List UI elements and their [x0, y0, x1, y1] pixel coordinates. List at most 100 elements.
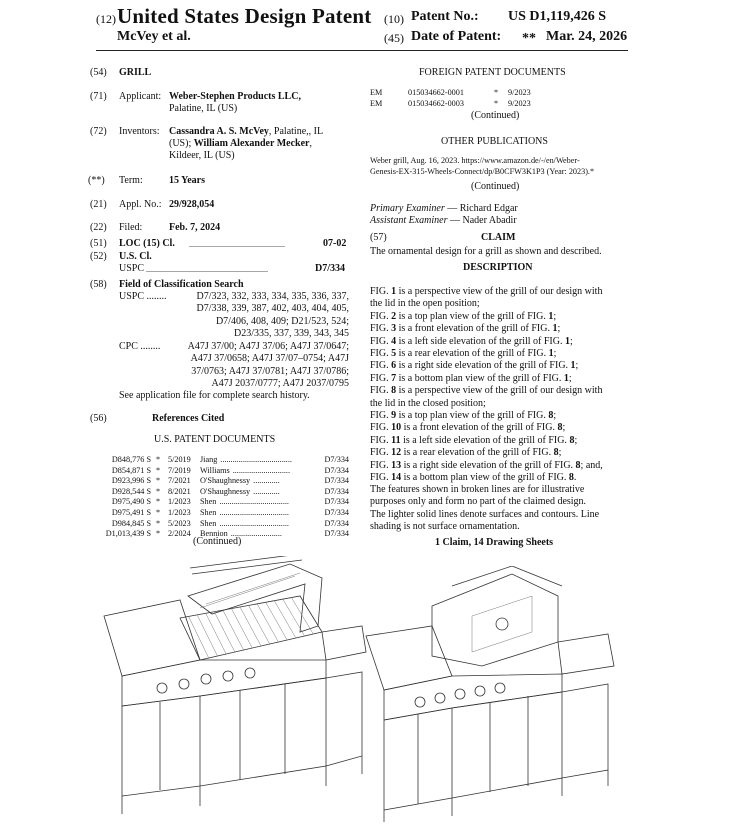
grate-bar — [188, 616, 209, 659]
us-reference-no: D848,776 S — [111, 455, 151, 464]
assistant-examiner: Assistant Examiner — Nader Abadir — [370, 215, 517, 226]
code-58: (58) — [90, 279, 107, 290]
closing-line: The lighter solid lines denote surfaces … — [370, 508, 600, 520]
control-knob — [414, 696, 426, 708]
us-reference-name: O'Shaughnessy — [200, 476, 251, 486]
grate-bar — [205, 613, 227, 655]
grate-bar — [291, 597, 314, 635]
us-reference-no: D923,996 S — [111, 476, 151, 486]
grate-bar — [265, 602, 288, 641]
grate-bar — [256, 603, 279, 643]
grate-bar — [214, 611, 236, 653]
description-line: FIG. 9 is a top plan view of the grill o… — [370, 410, 557, 422]
description-line: FIG. 12 is a rear elevation of the grill… — [370, 447, 562, 459]
code-71: (71) — [90, 91, 107, 102]
loc-label: LOC (15) Cl. — [119, 238, 175, 249]
us-reference-star: * — [156, 507, 161, 517]
us-reference-date: 8/2021 — [168, 486, 191, 496]
us-reference-cls: D7/334 — [324, 476, 349, 486]
field-uspc-list: D7/323, 332, 333, 334, 335, 336, 337, D7… — [196, 291, 350, 340]
claims-sheets-summary: 1 Claim, 14 Drawing Sheets — [435, 537, 554, 548]
foreign-reference-no: 015034662-0003 — [408, 98, 464, 108]
foreign-reference-star: * — [494, 88, 499, 97]
foreign-continued: (Continued) — [471, 110, 520, 121]
description-line: FIG. 5 is a rear elevation of the grill … — [370, 348, 557, 360]
applicant-name: Weber-Stephen Products LLC, — [169, 91, 301, 102]
appl-no-label: Appl. No.: — [119, 199, 162, 210]
us-reference-no: D984,845 S — [111, 518, 151, 528]
applicant-label: Applicant: — [119, 91, 162, 102]
description-line: FIG. 8 is a perspective view of the gril… — [370, 385, 603, 397]
control-knob — [454, 688, 466, 700]
control-knob — [494, 682, 506, 694]
claim-text: The ornamental design for a grill as sho… — [370, 246, 602, 257]
filed-label: Filed: — [119, 222, 143, 233]
us-reference-dots: .................................. — [219, 518, 289, 528]
code-22: (22) — [90, 222, 107, 233]
us-reference-no: D975,490 S — [111, 497, 151, 507]
field-uspc-label: USPC ........ — [119, 291, 167, 302]
other-publication-line-1: Weber grill, Aug. 16, 2023. https://www.… — [370, 156, 580, 165]
control-knob — [222, 670, 234, 682]
claim-label: CLAIM — [481, 232, 516, 243]
date-of-patent-label: Date of Patent: — [411, 29, 502, 44]
us-reference-name: Williams — [200, 465, 230, 475]
term-value: 15 Years — [169, 175, 206, 186]
description-line: FIG. 14 is a bottom plan view of the gri… — [370, 472, 577, 484]
figure-open-lid-grill — [103, 556, 367, 814]
applicant-location: Palatine, IL (US) — [169, 103, 238, 114]
us-reference-name: Jiang — [200, 455, 218, 464]
us-reference-name: Shen — [200, 507, 217, 517]
patent-number: US D1,119,426 S — [508, 9, 607, 24]
appl-no: 29/928,054 — [169, 199, 215, 210]
us-reference-dots: ......................... — [230, 529, 282, 539]
loc-value: 07-02 — [323, 238, 347, 249]
grate-bar — [239, 606, 262, 647]
us-reference-dots: .................................. — [219, 507, 289, 517]
us-reference-no: D854,871 S — [111, 465, 151, 475]
us-reference-cls: D7/334 — [324, 529, 349, 539]
description-line: the lid in the open position; — [370, 298, 480, 310]
us-reference-dots: .................................. — [219, 497, 289, 507]
control-knob — [178, 678, 190, 690]
grate-bar — [248, 605, 270, 645]
foreign-reference-star: * — [494, 98, 499, 108]
patent-number-label: Patent No.: — [411, 9, 479, 24]
term-label: Term: — [119, 175, 143, 186]
description-line: FIG. 7 is a bottom plan view of the gril… — [370, 372, 572, 384]
us-reference-dots: ............. — [253, 486, 280, 496]
us-reference-no: D1,013,439 S — [105, 529, 151, 539]
us-reference-star: * — [156, 486, 161, 496]
primary-examiner: Primary Examiner — Richard Edgar — [370, 203, 518, 214]
us-reference-no: D928,544 S — [111, 486, 151, 496]
inventor-line: McVey et al. — [117, 29, 191, 44]
us-reference-star: * — [156, 476, 161, 486]
description-line: the lid in the closed position; — [370, 397, 486, 409]
us-reference-cls: D7/334 — [324, 497, 349, 507]
uspc-value: D7/334 — [315, 263, 345, 274]
us-reference-star: * — [156, 518, 161, 528]
field-note: See application file for complete search… — [119, 390, 310, 401]
code-term: (**) — [88, 175, 105, 186]
control-knob — [474, 685, 486, 697]
closing-line: shading is not surface ornamentation. — [370, 521, 520, 533]
control-knob — [244, 667, 256, 679]
references-cited-label: References Cited — [152, 413, 225, 424]
foreign-reference-cc: EM — [370, 88, 383, 97]
foreign-reference-no: 015034662-0001 — [408, 88, 464, 97]
code-52: (52) — [90, 251, 107, 262]
control-knob — [156, 682, 168, 694]
us-reference-dots: ............................ — [232, 465, 290, 475]
foreign-reference-cc: EM — [370, 98, 383, 108]
code-56: (56) — [90, 413, 107, 424]
loc-leader: ........................................… — [189, 240, 285, 249]
kind-code-12: (12) — [96, 12, 116, 26]
us-reference-cls: D7/334 — [324, 486, 349, 496]
us-reference-no: D975,491 S — [111, 507, 151, 517]
description-label: DESCRIPTION — [463, 262, 533, 273]
foreign-docs-label: FOREIGN PATENT DOCUMENTS — [419, 67, 566, 78]
